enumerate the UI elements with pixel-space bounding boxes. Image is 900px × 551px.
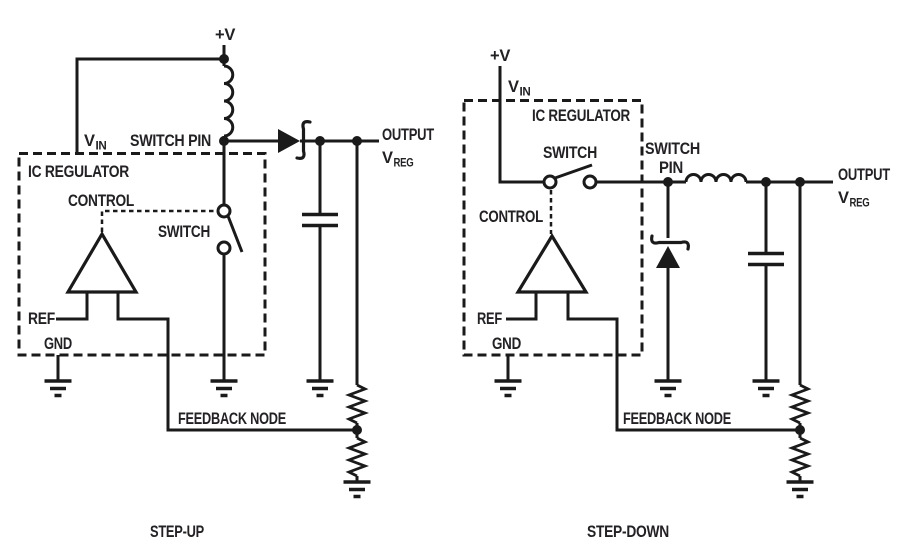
stepdown-title: STEP-DOWN (587, 523, 669, 541)
diode-symbol (278, 129, 300, 153)
output-label: OUTPUT (382, 126, 434, 144)
switch-contact-bottom (216, 240, 232, 256)
control-label: CONTROL (68, 192, 134, 210)
switch-label: SWITCH (543, 144, 597, 162)
vreg-subscript: REG (394, 158, 414, 170)
resistor-symbol-upper (788, 383, 812, 425)
feedback-wire (566, 292, 800, 432)
switch-contact-left (542, 174, 558, 190)
ground-symbol (42, 379, 74, 398)
resistor-symbol-lower (788, 436, 812, 478)
switch-pin-label-line2: PIN (659, 159, 683, 177)
output-label: OUTPUT (838, 166, 890, 184)
switch-contact-top (216, 203, 232, 219)
switch-blade (226, 215, 244, 253)
ref-label: REF (28, 310, 55, 328)
ic-regulator-label: IC REGULATOR (532, 107, 630, 125)
switch-contact-right (582, 174, 598, 190)
feedback-node-label: FEEDBACK NODE (623, 410, 731, 428)
ref-label: REF (477, 310, 502, 328)
vin-wire (75, 57, 224, 152)
control-dashed-line (100, 209, 217, 232)
ic-regulator-box (462, 99, 644, 357)
vreg-label: V (838, 189, 849, 207)
gnd-label: GND (44, 335, 72, 353)
plus-v-label: +V (215, 26, 235, 44)
junction-dot (219, 54, 229, 64)
inductor-symbol (684, 173, 748, 183)
vin-label: V (84, 132, 95, 150)
vreg-label: V (382, 149, 393, 167)
feedback-node-dot (352, 425, 362, 435)
resistor-symbol-lower (345, 436, 369, 478)
ground-symbol (750, 379, 782, 398)
ref-wire (506, 292, 538, 321)
ground-symbol (208, 379, 240, 398)
switch-pin-label-line1: SWITCH (645, 140, 700, 158)
error-amp-triangle (515, 232, 589, 294)
switch-label: SWITCH (158, 223, 210, 241)
ground-symbol (341, 480, 373, 499)
diode-cathode-squiggle (295, 120, 312, 160)
ground-symbol (304, 379, 336, 398)
stepup-circuit: +V V IN SWITCH PIN IC REGULATOR CONTROL … (17, 26, 434, 541)
diode-cathode-squiggle (650, 234, 690, 251)
stepdown-circuit: +V V IN IC REGULATOR SWITCH SWITCH PIN C… (462, 47, 890, 541)
resistor-symbol-upper (345, 383, 369, 425)
vin-wire (498, 66, 544, 184)
plus-v-label: +V (490, 47, 510, 65)
error-amp-triangle (65, 230, 139, 294)
ref-wire (56, 292, 89, 321)
ic-regulator-label: IC REGULATOR (28, 163, 129, 181)
feedback-node-label: FEEDBACK NODE (178, 410, 286, 428)
inductor-symbol (223, 64, 235, 138)
control-label: CONTROL (479, 208, 543, 226)
ground-symbol (652, 379, 684, 398)
stepup-title: STEP-UP (150, 523, 204, 541)
switch-blade (554, 163, 593, 180)
gnd-label: GND (492, 335, 521, 353)
vin-label: V (508, 78, 519, 96)
diode-symbol (656, 246, 680, 268)
switch-pin-label: SWITCH PIN (130, 132, 211, 150)
vin-subscript: IN (96, 141, 107, 153)
feedback-wire (116, 292, 357, 432)
vreg-subscript: REG (850, 198, 870, 210)
vin-subscript: IN (520, 87, 531, 99)
ground-symbol (492, 379, 524, 398)
ground-symbol (784, 480, 816, 499)
feedback-node-dot (795, 425, 805, 435)
